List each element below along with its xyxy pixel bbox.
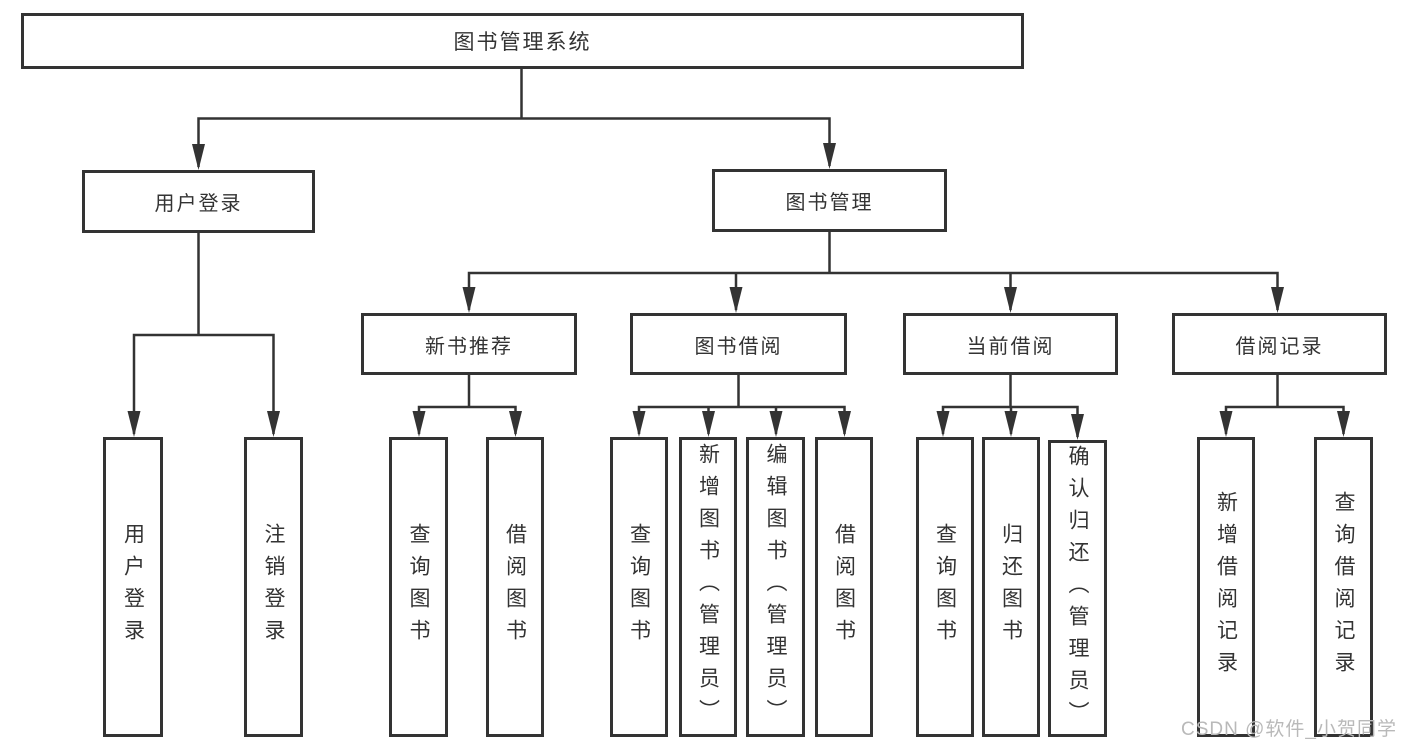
leaf-logout: 注销登录 [244,437,303,737]
leaf-cb-return-book: 归还图书 [982,437,1040,737]
leaf-br-add-record-label: 新增借阅记录 [1214,491,1238,683]
leaf-cb-query-book: 查询图书 [916,437,974,737]
arrowheads [127,143,1350,440]
watermark-text: CSDN @软件_小贺同学 [1181,719,1397,740]
leaf-nb-borrow-book-label: 借阅图书 [503,523,527,651]
leaf-bb-query-book: 查询图书 [610,437,668,737]
node-root: 图书管理系统 [21,13,1024,69]
node-new-book-rec: 新书推荐 [361,313,577,375]
leaf-cb-confirm-return-label: 确认归还（管理员） [1066,444,1089,733]
leaf-bb-borrow-book-label: 借阅图书 [832,523,856,651]
node-book-mgmt: 图书管理 [712,169,947,232]
leaf-logout-label: 注销登录 [262,523,285,651]
node-book-borrow: 图书借阅 [630,313,847,375]
leaf-bb-borrow-book: 借阅图书 [815,437,873,737]
leaf-bb-query-book-label: 查询图书 [627,523,651,651]
node-current-borrow: 当前借阅 [903,313,1118,375]
node-borrow-record: 借阅记录 [1172,313,1387,375]
leaf-bb-edit-book: 编辑图书（管理员） [746,437,805,737]
leaf-nb-borrow-book: 借阅图书 [486,437,544,737]
leaf-bb-add-book: 新增图书（管理员） [679,437,737,737]
node-root-label: 图书管理系统 [453,31,592,54]
node-user-login: 用户登录 [82,170,315,233]
node-current-borrow-label: 当前借阅 [966,335,1055,358]
leaf-cb-confirm-return: 确认归还（管理员） [1048,440,1107,737]
leaf-nb-query-book: 查询图书 [389,437,448,737]
leaf-nb-query-book-label: 查询图书 [407,523,430,651]
leaf-br-add-record: 新增借阅记录 [1197,437,1255,737]
leaf-br-query-record: 查询借阅记录 [1314,437,1373,737]
node-book-mgmt-label: 图书管理 [785,192,874,214]
leaf-user-login-label: 用户登录 [121,523,145,651]
node-borrow-record-label: 借阅记录 [1235,335,1324,358]
node-user-login-label: 用户登录 [154,193,243,215]
leaf-bb-add-book-label: 新增图书（管理员） [696,443,720,731]
leaf-br-query-record-label: 查询借阅记录 [1332,491,1355,683]
leaf-cb-query-book-label: 查询图书 [933,523,957,651]
node-new-book-rec-label: 新书推荐 [425,335,513,358]
leaf-cb-return-book-label: 归还图书 [999,523,1023,651]
leaf-user-login: 用户登录 [103,437,163,737]
leaf-bb-edit-book-label: 编辑图书（管理员） [764,443,787,731]
node-book-borrow-label: 图书借阅 [694,335,783,358]
